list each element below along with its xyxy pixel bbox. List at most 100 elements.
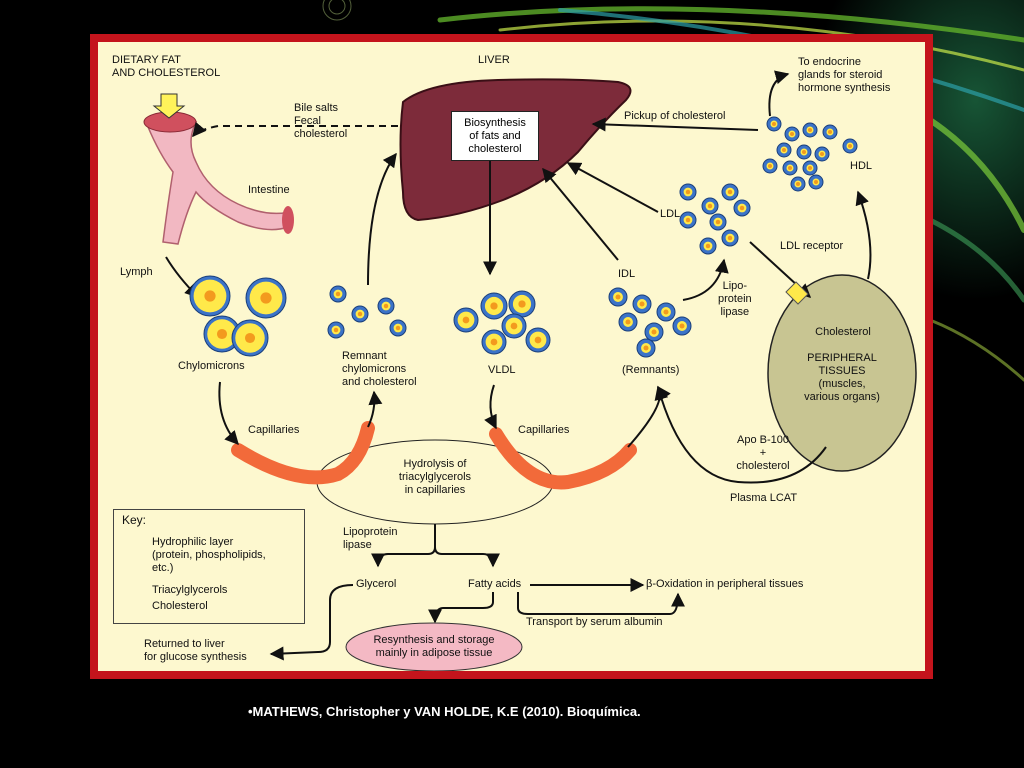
hdl-particle	[842, 138, 858, 154]
hdl-particle	[784, 126, 800, 142]
label-dietary: DIETARY FAT AND CHOLESTEROL	[112, 54, 221, 79]
label-remnants: (Remnants)	[622, 364, 680, 376]
key-hydrophilic: Hydrophilic layer (protein, phospholipid…	[152, 536, 266, 574]
arrow-capillary-remnants	[627, 385, 671, 448]
chylomicron-particle	[231, 319, 269, 357]
arrow-chylo-down	[218, 381, 239, 446]
chylomicron-particle	[203, 315, 241, 353]
label-resynthesis: Resynthesis and storage mainly in adipos…	[373, 634, 495, 659]
arrow-vldl-down	[484, 384, 497, 430]
intestine-shape	[144, 121, 291, 245]
label-beta-oxidation: β-Oxidation in peripheral tissues	[646, 578, 804, 590]
peripheral-tissue-oval	[767, 274, 917, 472]
label-intestine: Intestine	[248, 184, 290, 196]
hdl-particle	[782, 160, 798, 176]
remnant-particle	[329, 285, 347, 303]
arrow-albumin	[517, 592, 685, 615]
key-title: Key:	[122, 513, 147, 527]
arrow-resynthesis	[428, 592, 494, 624]
label-lipoprotein-lipase-top: Lipo- protein lipase	[718, 280, 752, 318]
arrow-hdl-endocrine	[768, 70, 790, 117]
hdl-particle	[790, 176, 806, 192]
label-lymph: Lymph	[120, 266, 153, 278]
label-lipoprotein-lipase-bottom: Lipoprotein lipase	[343, 526, 398, 551]
hdl-particle	[796, 144, 812, 160]
arrow-to-fatty	[434, 546, 500, 568]
label-hdl: HDL	[850, 160, 873, 172]
key-triacyl: Triacylglycerols	[152, 584, 228, 596]
label-capillaries-right: Capillaries	[518, 424, 570, 436]
vldl-particle	[525, 327, 551, 353]
arrow-ldl-liver	[566, 162, 659, 213]
ldl-particle	[733, 199, 751, 217]
dietary-arrow	[152, 93, 186, 119]
remnant-particle	[351, 305, 369, 323]
resynthesis-oval	[345, 622, 523, 671]
hdl-particle	[808, 174, 824, 190]
chylomicron-particle	[189, 275, 231, 317]
label-peripheral: PERIPHERAL TISSUES (muscles, various org…	[804, 352, 880, 403]
liver-biosynthesis-box: Biosynthesis of fats and cholesterol	[451, 111, 539, 161]
label-remnant: Remnant chylomicrons and cholesterol	[342, 350, 417, 388]
hdl-particle	[802, 122, 818, 138]
capillary-left	[231, 421, 375, 485]
label-returned: Returned to liver for glucose synthesis	[144, 638, 247, 663]
remnant-particle	[377, 297, 395, 315]
arrow-idl-liver	[542, 167, 619, 261]
label-plasma-lcat: Plasma LCAT	[730, 492, 798, 504]
vldl-particle	[501, 313, 527, 339]
label-fatty-acids: Fatty acids	[468, 578, 522, 590]
label-vldl: VLDL	[488, 364, 516, 376]
idl-particle	[672, 316, 692, 336]
ldl-receptor-marker	[785, 281, 809, 305]
key-legend: Key: Hydrophilic layer (protein, phospho…	[113, 509, 305, 624]
remnant-particle	[389, 319, 407, 337]
idl-particle	[608, 287, 628, 307]
ldl-particle	[699, 237, 717, 255]
ldl-particle	[709, 213, 727, 231]
label-ldl: LDL	[660, 208, 681, 220]
idl-particle	[636, 338, 656, 358]
label-capillaries-left: Capillaries	[248, 424, 300, 436]
idl-particle	[656, 302, 676, 322]
capillary-right	[489, 427, 637, 490]
ldl-particle	[721, 183, 739, 201]
hdl-particle	[814, 146, 830, 162]
vldl-particle	[481, 329, 507, 355]
label-hydrolysis: Hydrolysis of triacylglycerols in capill…	[398, 458, 472, 496]
hdl-particle	[762, 158, 778, 174]
arrow-remnant-liver	[367, 152, 397, 286]
citation: •MATHEWS, Christopher y VAN HOLDE, K.E (…	[248, 704, 641, 719]
label-bile: Bile salts Fecal cholesterol	[294, 102, 348, 140]
hdl-particle	[766, 116, 782, 132]
arrow-glycerol	[269, 584, 354, 661]
intestine-end	[282, 206, 294, 234]
remnant-particle	[327, 321, 345, 339]
arrow-pickup	[591, 117, 759, 132]
vldl-particle	[480, 292, 508, 320]
label-liver: LIVER	[478, 54, 510, 66]
label-glycerol: Glycerol	[356, 578, 397, 590]
idl-particle	[618, 312, 638, 332]
label-transport: Transport by serum albumin	[526, 616, 663, 628]
vldl-particle	[508, 290, 536, 318]
hdl-particle	[822, 124, 838, 140]
label-endocrine: To endocrine glands for steroid hormone …	[798, 56, 891, 94]
label-ldl-receptor: LDL receptor	[780, 240, 844, 252]
diagram-panel: DIETARY FAT AND CHOLESTEROL LIVER Biosyn…	[98, 42, 925, 671]
chylomicron-particle	[245, 277, 287, 319]
vldl-particle	[453, 307, 479, 333]
label-idl: IDL	[618, 268, 636, 280]
arrow-bile	[192, 121, 398, 138]
arrow-remnant-up	[367, 390, 383, 428]
hdl-particle	[802, 160, 818, 176]
diagram-frame: DIETARY FAT AND CHOLESTEROL LIVER Biosyn…	[90, 34, 933, 679]
ldl-particle	[679, 211, 697, 229]
label-tissue-cholesterol: Cholesterol	[815, 326, 871, 338]
arrow-lcat	[654, 385, 827, 484]
label-chylomicrons: Chylomicrons	[178, 360, 245, 372]
ldl-particle	[721, 229, 739, 247]
hdl-particle	[776, 142, 792, 158]
idl-particle	[632, 294, 652, 314]
idl-particle	[644, 322, 664, 342]
